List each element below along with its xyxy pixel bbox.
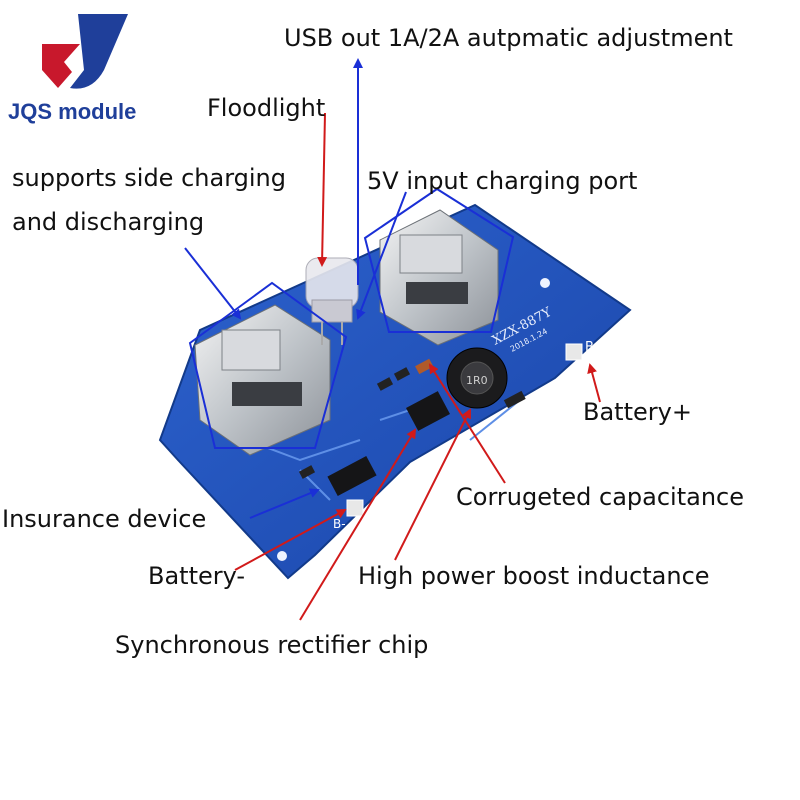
label-battery-plus: Battery+: [583, 398, 692, 426]
logo-red-shape: [42, 44, 80, 88]
inductor-marking: 1R0: [466, 374, 488, 387]
battery-plus-pad: [565, 343, 583, 361]
pcb-board: XZX-887Y 2018.1.24 B+ B-: [158, 203, 632, 580]
arrow-insurance: [249, 488, 320, 519]
label-side-charging-line1: supports side charging: [12, 164, 286, 192]
brand-logo: [42, 14, 128, 89]
inductor-core: [460, 361, 494, 395]
usb-right-opening: [399, 234, 463, 274]
arrow-battery-minus: [234, 509, 347, 571]
label-battery-minus: Battery-: [148, 562, 246, 590]
led-base: [311, 299, 353, 323]
arrow-rectifier: [299, 428, 417, 621]
usb-port-right: [379, 209, 499, 346]
floodlight-led: [305, 257, 359, 345]
usb-port-left: [194, 304, 331, 456]
usb-right-tongue: [406, 282, 468, 304]
smd-component: [393, 367, 411, 381]
ic-chip-secondary: [327, 455, 377, 497]
label-input-port: 5V input charging port: [367, 167, 638, 195]
output-port-highlight: [188, 281, 348, 449]
arrow-inductance: [394, 408, 471, 561]
ic-chips: [298, 358, 526, 497]
arrow-floodlight: [317, 112, 328, 267]
fuse-component: [298, 465, 316, 479]
arrow-battery-plus: [587, 363, 601, 403]
battery-minus-pad-label: B-: [333, 517, 346, 531]
battery-plus-pad-label: B+: [585, 340, 605, 355]
boost-inductor: 1R0: [446, 347, 508, 409]
usb-left-opening: [221, 329, 281, 371]
rectifier-chip: [406, 391, 450, 431]
usb-left-tongue: [232, 382, 302, 406]
annotation-arrows: [184, 58, 601, 621]
smd-component: [503, 390, 526, 409]
label-rectifier: Synchronous rectifier chip: [115, 631, 429, 659]
capacitor-component: [415, 358, 434, 375]
input-port-highlight: [363, 187, 515, 333]
logo-blue-shape: [70, 14, 128, 89]
arrow-input-port: [356, 191, 407, 320]
label-inductance: High power boost inductance: [358, 562, 710, 590]
smd-component: [376, 377, 394, 391]
mounting-hole: [540, 278, 550, 288]
label-insurance: Insurance device: [2, 505, 207, 533]
label-floodlight: Floodlight: [207, 94, 326, 122]
mounting-hole: [277, 551, 287, 561]
label-side-charging-line2: and discharging: [12, 208, 205, 236]
battery-minus-pad: [346, 499, 364, 517]
label-corrugated-cap: Corrugeted capacitance: [456, 483, 744, 511]
brand-name: JQS module: [8, 99, 137, 124]
label-usb-out: USB out 1A/2A autpmatic adjustment: [284, 24, 733, 52]
arrow-side-charging: [184, 247, 242, 320]
arrow-corrugated-cap: [428, 363, 506, 484]
